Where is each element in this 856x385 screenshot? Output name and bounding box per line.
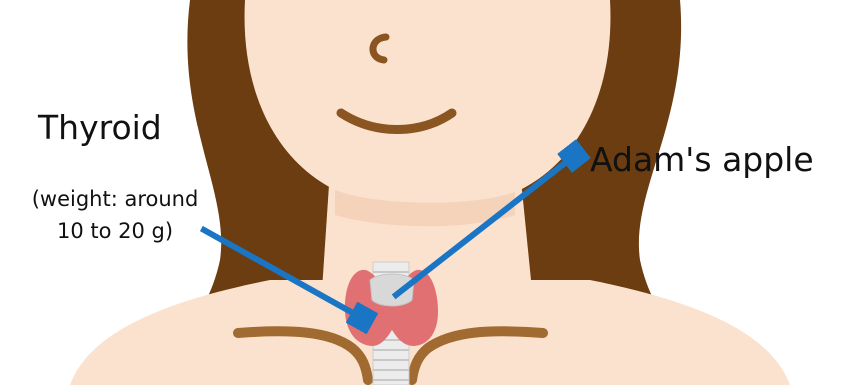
- thyroid-label: Thyroid: [38, 108, 162, 147]
- adams-apple: [370, 274, 414, 306]
- weight-line-1: (weight: around: [8, 183, 222, 215]
- adams-apple-label: Adam's apple: [590, 140, 814, 179]
- thyroid-weight-note: (weight: around 10 to 20 g): [8, 183, 222, 247]
- weight-line-2: 10 to 20 g): [8, 215, 222, 247]
